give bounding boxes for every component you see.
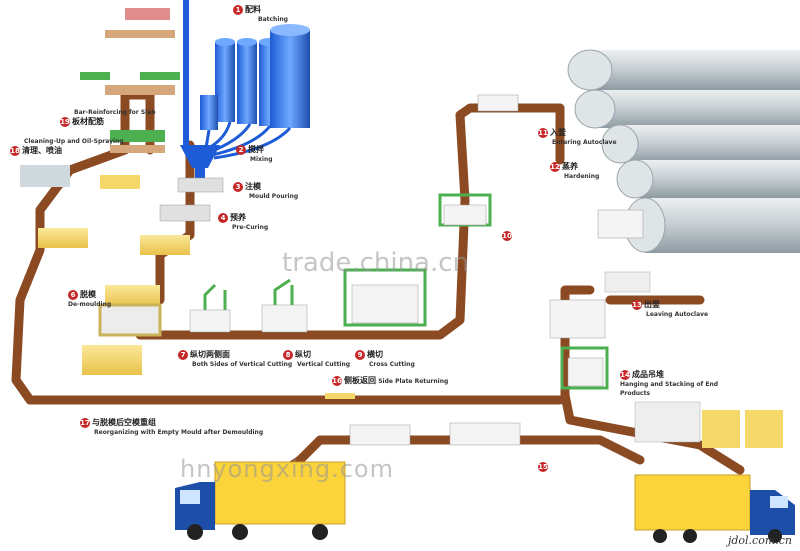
mixer	[180, 145, 220, 178]
moulds-left	[38, 228, 190, 375]
watermark-center: trade.china.cn	[282, 248, 470, 278]
step-cn: 成品吊堆	[632, 370, 664, 379]
step-en: Bar-Reinforcing for Slab	[74, 109, 156, 116]
step-en: Cleaning-Up and Oil-Spraying	[24, 138, 124, 145]
step-cn: 预养	[230, 213, 246, 222]
step-cn: 出釜	[644, 300, 660, 309]
step-cn: 侧板返回	[344, 376, 376, 385]
step-badge: 9	[355, 350, 365, 360]
step-en: Mould Pouring	[249, 193, 299, 200]
step-en: Pre-Curing	[232, 224, 269, 231]
step-15-label: 15	[538, 462, 550, 472]
step-badge: 14	[620, 370, 630, 380]
step-badge: 7	[178, 350, 188, 360]
step-en: Leaving Autoclave	[646, 311, 709, 318]
step-badge: 19	[60, 117, 70, 127]
stacking-area	[549, 271, 783, 448]
watermark-bottom: hnyongxing.com	[180, 455, 394, 483]
step-badge: 1	[233, 5, 243, 15]
step-cn: 配料	[245, 5, 261, 14]
step-badge: 3	[233, 182, 243, 192]
truck-right	[634, 474, 795, 543]
step-cn: 纵切	[295, 350, 311, 359]
step-en: De-moulding	[68, 301, 112, 308]
step-cn: 蒸养	[562, 162, 578, 171]
step-en: Mixing	[250, 156, 273, 163]
step-cn: 入釜	[550, 128, 566, 137]
step-badge: 8	[283, 350, 293, 360]
step-en: Both Sides of Vertical Cutting	[192, 361, 293, 368]
step-badge: 13	[632, 300, 642, 310]
cutting-machines	[189, 193, 492, 333]
step-badge: 2	[236, 145, 246, 155]
cleaning-station	[20, 165, 140, 189]
step-badge: 17	[80, 418, 90, 428]
mould-pouring	[159, 177, 224, 222]
step-cn: 搅拌	[248, 145, 264, 154]
step-badge: 12	[550, 162, 560, 172]
step-cn: 与脱模后空模重组	[92, 418, 156, 427]
reinforcing-station	[80, 8, 180, 153]
return-line-items	[325, 393, 521, 446]
step-en: Hardening	[564, 173, 600, 180]
step-en: Cross Cutting	[369, 361, 415, 368]
step-cn: 清理、喷油	[22, 146, 62, 155]
step-cn: 纵切两侧面	[190, 350, 230, 359]
step-badge: 6	[68, 290, 78, 300]
step-badge: 15	[538, 462, 548, 472]
step-badge: 16	[332, 376, 342, 386]
step-badge: 4	[218, 213, 228, 223]
step-cn: 注模	[245, 182, 261, 191]
corner-url: jdol.com.cn	[727, 534, 792, 547]
autoclaves	[477, 49, 800, 253]
step-en: Vertical Cutting	[297, 361, 351, 368]
batching-silos	[183, 0, 310, 160]
step-en: Hanging and Stacking of End Products	[620, 381, 719, 397]
step-10-label: 10	[502, 231, 514, 241]
step-badge: 10	[502, 231, 512, 241]
step-cn: 脱模	[80, 290, 96, 299]
step-cn: 横切	[367, 350, 383, 359]
step-badge: 18	[10, 146, 20, 156]
truck-left	[175, 461, 346, 540]
step-cn: 板材配筋	[72, 117, 104, 126]
step-en: Reorganizing with Empty Mould after Demo…	[94, 429, 264, 436]
step-en: Batching	[258, 16, 288, 23]
step-badge: 11	[538, 128, 548, 138]
step-en: Entering Autoclave	[552, 139, 617, 146]
step-en: Side Plate Returning	[378, 378, 449, 385]
